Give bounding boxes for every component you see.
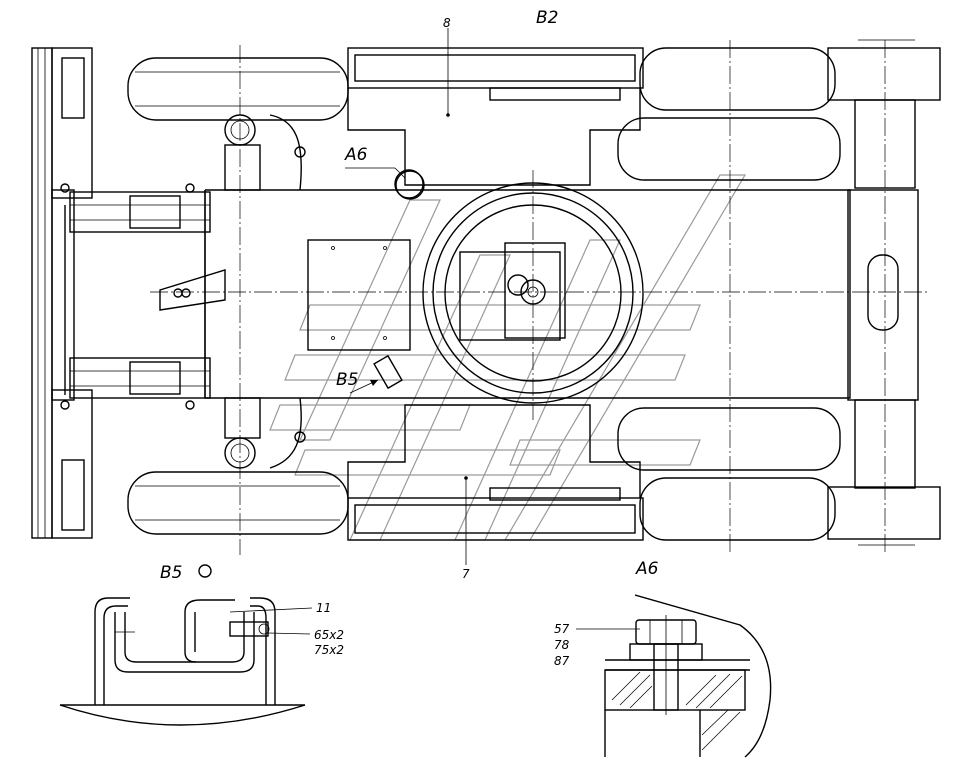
- detail-a6-title: A6: [635, 559, 659, 579]
- dozer-blade: [31, 47, 93, 539]
- callout-65x2: 65x2: [314, 628, 344, 642]
- callout-11: 11: [316, 601, 331, 615]
- detail-b5-title: B5: [160, 563, 182, 583]
- slewing-ring: [422, 182, 644, 404]
- callout-7: 7: [462, 567, 470, 581]
- centerlines: [150, 40, 930, 555]
- labels: B2 8 A6 B5 7 B5 A6 11 65x2 75x2 57 78 87: [160, 8, 659, 668]
- leader-lines: [345, 28, 468, 565]
- callout-75x2: 75x2: [314, 643, 344, 657]
- watermark-logo: [269, 174, 747, 541]
- track-frames: [347, 47, 644, 541]
- main-frame: [159, 189, 919, 401]
- label-b5-mark: B5: [336, 370, 358, 390]
- idler-wheels: [127, 57, 349, 535]
- callout-57: 57: [554, 622, 570, 636]
- drive-wheels: [617, 39, 941, 546]
- detail-b5: [59, 564, 313, 726]
- blade-arms: [60, 183, 211, 410]
- callout-87: 87: [554, 654, 570, 668]
- label-a6-mark: A6: [344, 145, 368, 165]
- callout-8: 8: [443, 16, 451, 30]
- callout-78: 78: [554, 638, 570, 652]
- detail-a6: [576, 594, 772, 758]
- label-b2: B2: [536, 8, 558, 28]
